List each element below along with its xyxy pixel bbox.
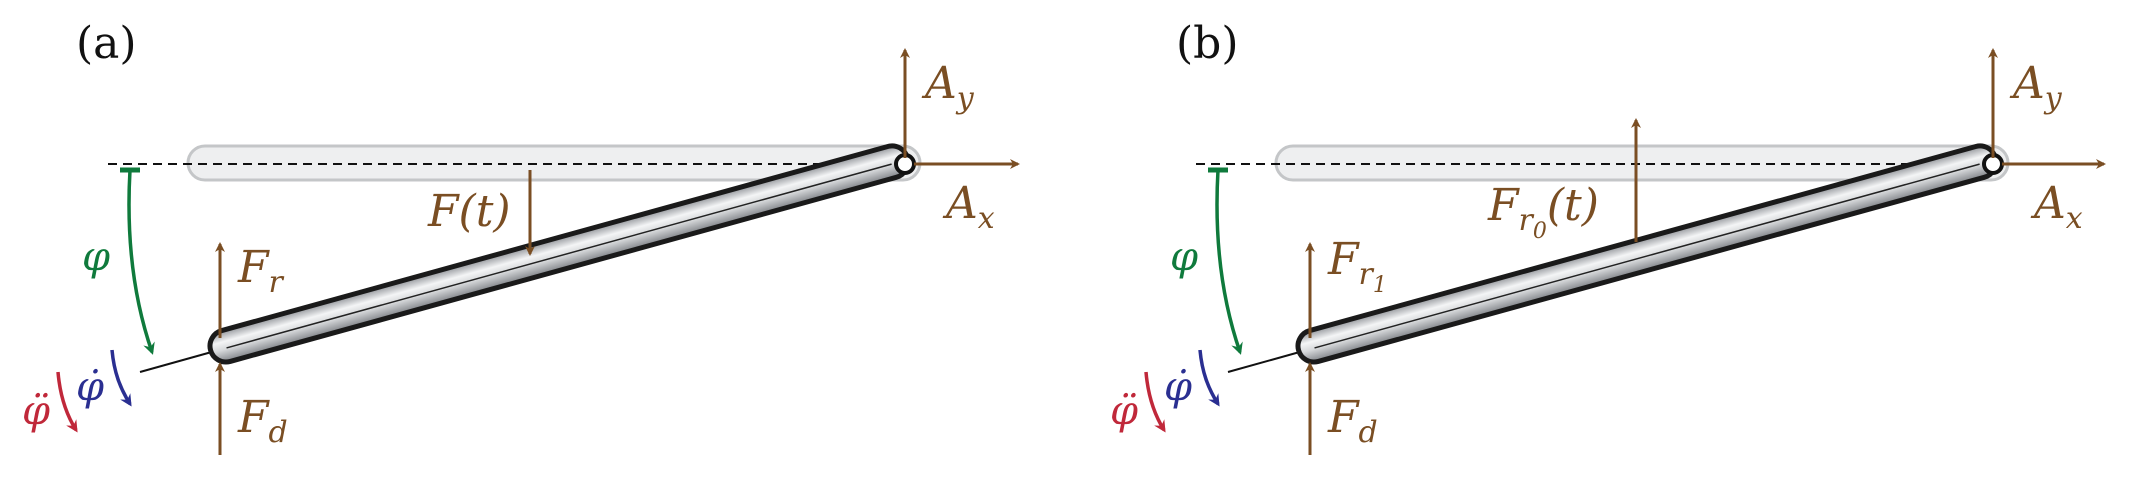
- panel-b-fr0-label: Fr0(t): [1487, 180, 1599, 244]
- panel-a-phidot-label: φ̇: [76, 364, 104, 410]
- panel-b-fd-label: Fd: [1327, 392, 1378, 450]
- panel-a-phiddot-arrow: [56, 371, 78, 433]
- panel-a-tag: (a): [76, 18, 137, 69]
- panel-a-phiddot-label: φ̈: [22, 388, 50, 434]
- panel-a: (a) Ay Ax F(t) Fr Fd φ: [22, 18, 1020, 455]
- panel-b-tag: (b): [1176, 18, 1239, 69]
- panel-a-fd-label: Fd: [237, 392, 288, 450]
- panel-b: (b) Ay Ax Fr0(t) Fr1 Fd φ φ̇ φ̈: [1110, 18, 2106, 455]
- panel-b-ay-label: Ay: [2009, 58, 2063, 116]
- panel-a-ay-label: Ay: [921, 58, 975, 116]
- panel-a-fr-label: Fr: [237, 242, 285, 300]
- panel-a-phi-arc: [127, 169, 155, 355]
- panel-a-phi-label: φ: [82, 234, 110, 280]
- panel-a-phidot-arrow: [110, 349, 132, 407]
- panel-b-phiddot-arrow: [1144, 371, 1166, 433]
- panel-b-ax-label: Ax: [2030, 178, 2083, 236]
- panel-a-ax-label: Ax: [942, 178, 995, 236]
- panel-a-ft-label: F(t): [427, 186, 511, 237]
- panel-b-phi-label: φ: [1170, 234, 1198, 280]
- panel-b-phidot-arrow: [1198, 349, 1220, 407]
- panel-b-fr1-label: Fr1: [1327, 234, 1387, 298]
- panel-b-phidot-label: φ̇: [1164, 364, 1192, 410]
- panel-b-phiddot-label: φ̈: [1110, 388, 1138, 434]
- panel-b-phi-arc: [1215, 169, 1243, 355]
